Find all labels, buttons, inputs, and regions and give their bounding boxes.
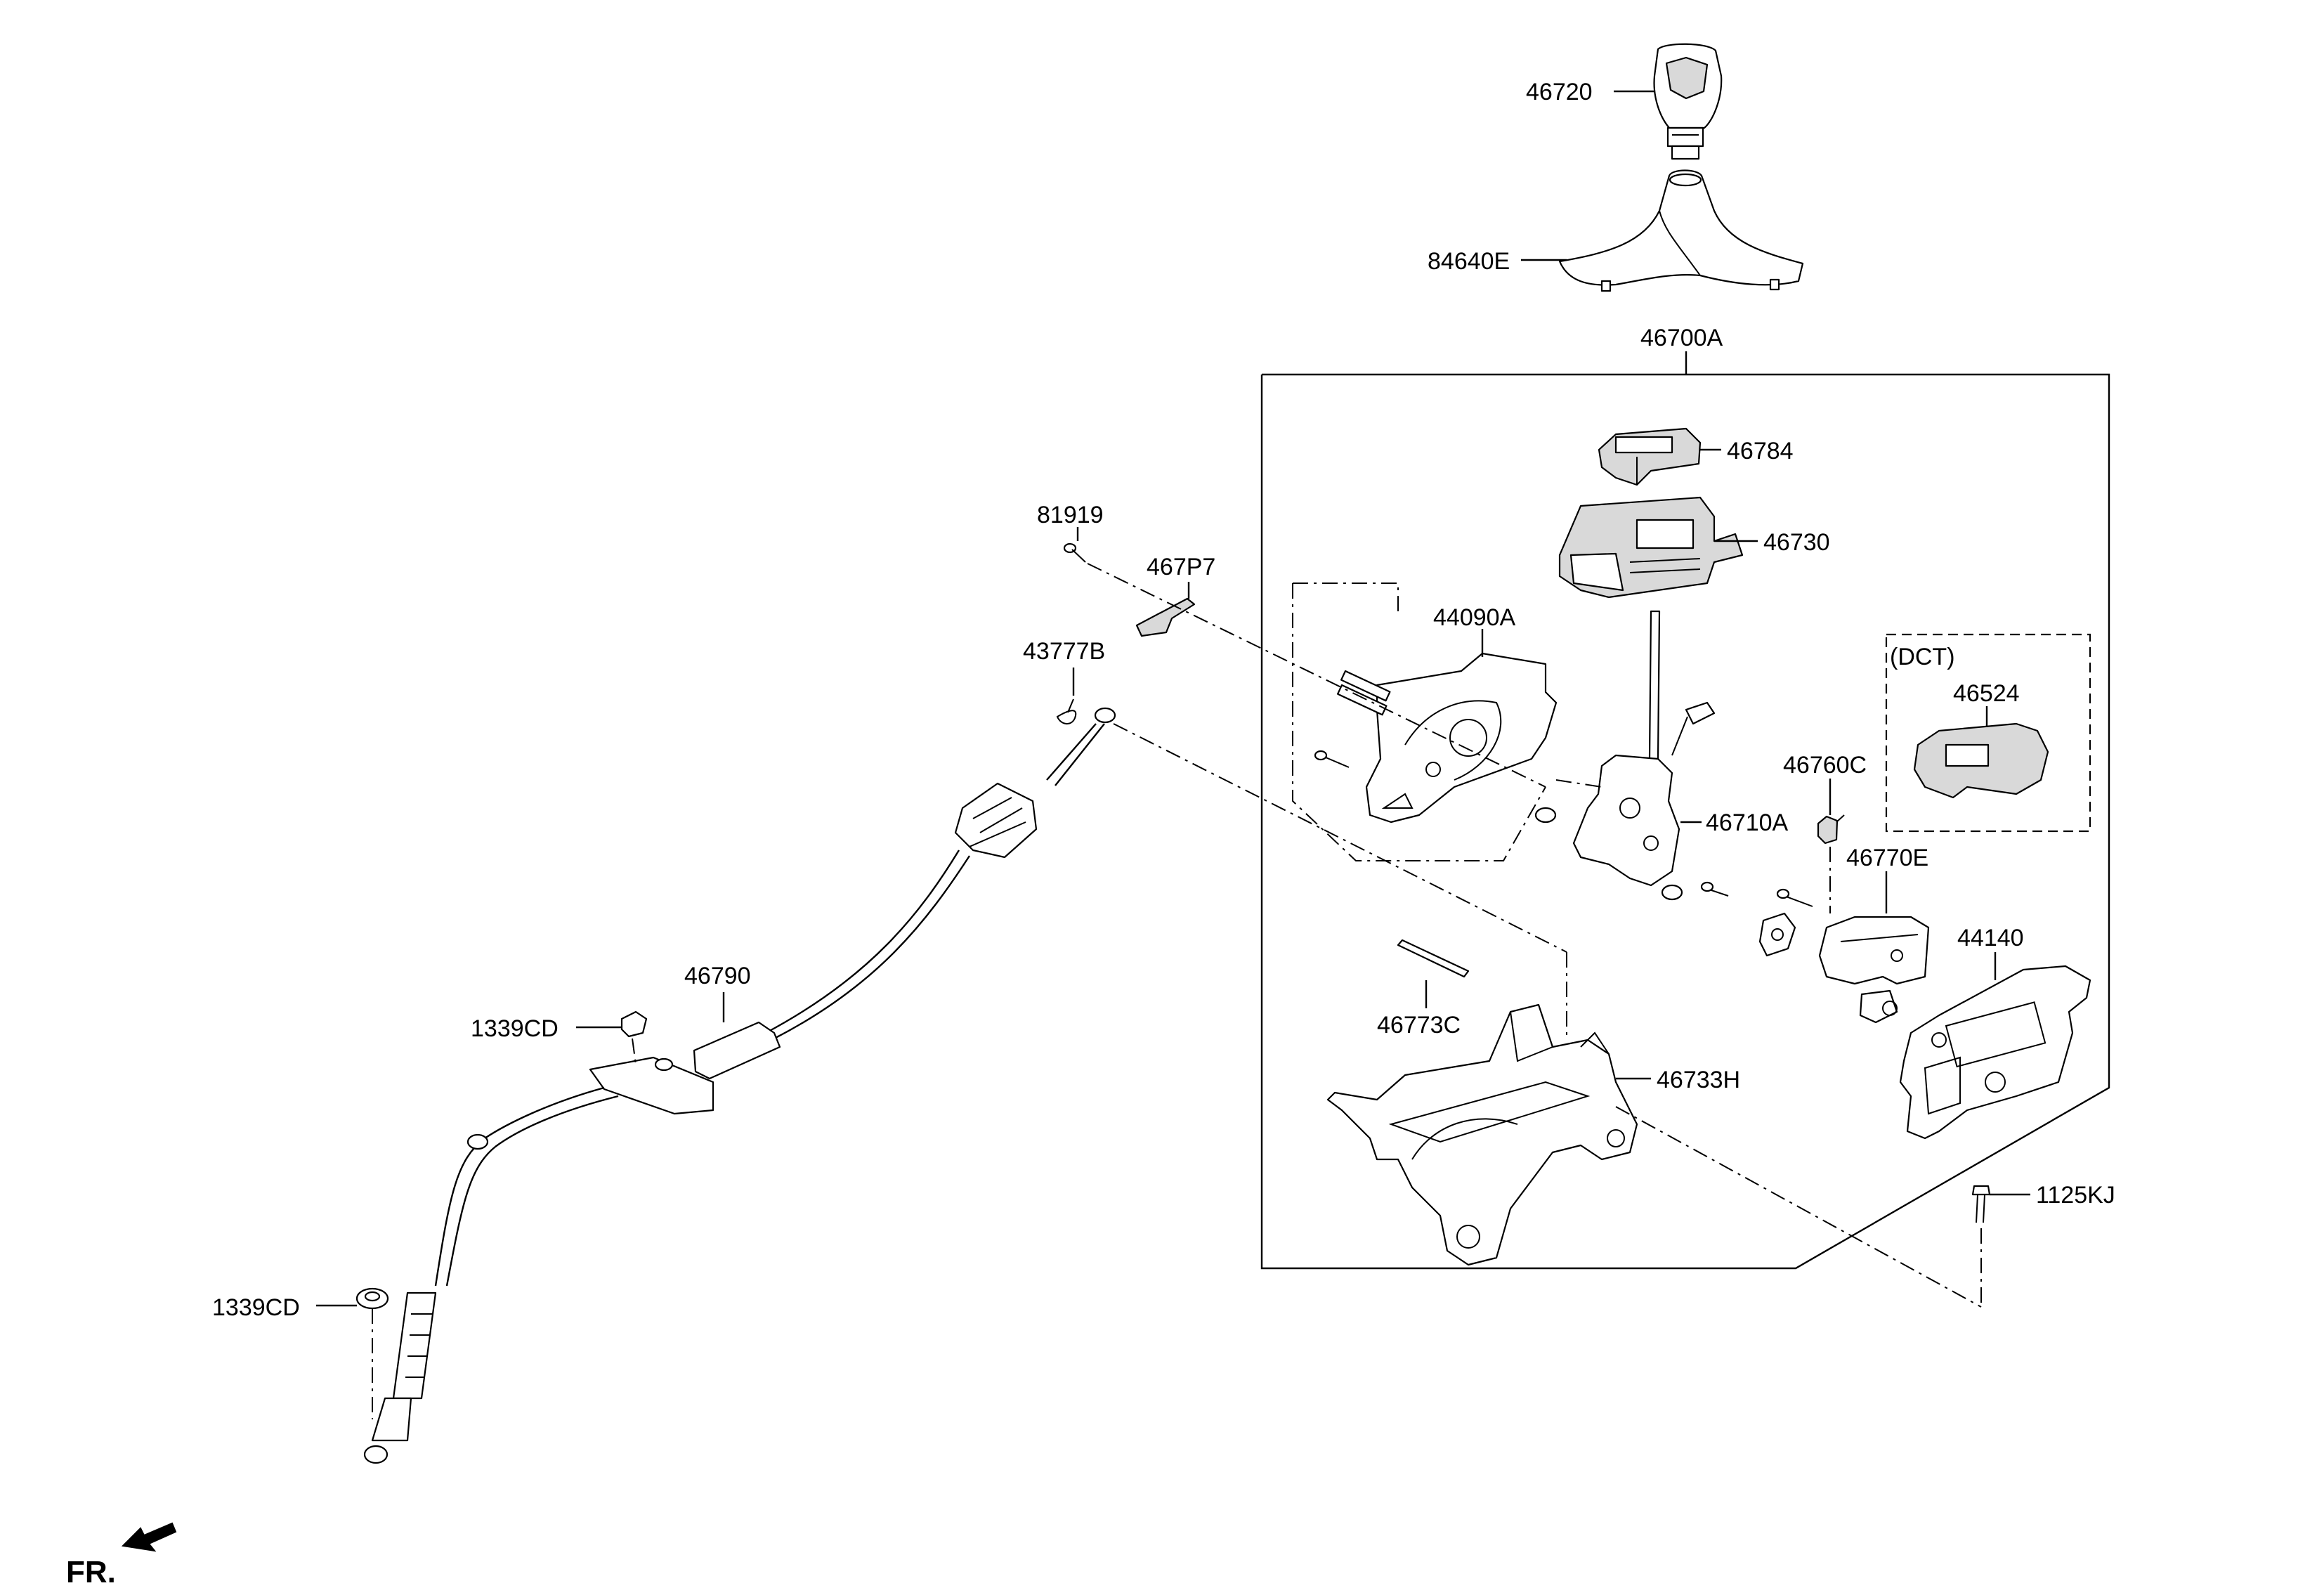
part-46730 — [1558, 496, 1744, 599]
part-44140 — [1899, 965, 2091, 1140]
label-46710A: 46710A — [1706, 809, 1789, 836]
front-arrow-icon — [121, 1522, 177, 1552]
label-46720: 46720 — [1526, 79, 1593, 105]
label-46700A: 46700A — [1640, 325, 1723, 351]
label-44140: 44140 — [1957, 925, 2024, 951]
assembly-group-box — [1260, 373, 2110, 1270]
nut-1339CD-upper — [620, 1010, 648, 1038]
label-46524: 46524 — [1953, 680, 2020, 707]
part-46710A — [1534, 610, 1729, 901]
part-81919 — [1063, 542, 1086, 563]
shift-knob — [1653, 43, 1723, 160]
label-dct: (DCT) — [1890, 644, 1955, 670]
label-44090A: 44090A — [1433, 604, 1516, 631]
nut-1339CD-lower — [355, 1287, 389, 1310]
label-46784: 46784 — [1727, 438, 1794, 464]
part-46773C — [1397, 939, 1470, 978]
part-43777B — [1056, 698, 1077, 724]
part-467P7 — [1135, 597, 1196, 637]
shift-cable-46790 — [363, 707, 1116, 1464]
label-46733H: 46733H — [1657, 1067, 1740, 1093]
label-46790: 46790 — [684, 963, 751, 989]
screw-1125KJ — [1971, 1185, 1991, 1223]
label-46760C: 46760C — [1783, 752, 1867, 779]
part-44090A — [1314, 652, 1558, 824]
part-46784 — [1598, 427, 1702, 486]
label-46730: 46730 — [1763, 529, 1830, 556]
label-1339CD-upper: 1339CD — [471, 1015, 559, 1042]
label-1339CD-lower: 1339CD — [212, 1294, 300, 1321]
part-46770E — [1758, 888, 1930, 1024]
label-43777B: 43777B — [1023, 638, 1105, 665]
label-fr: FR. — [66, 1555, 116, 1588]
label-467P7: 467P7 — [1147, 554, 1215, 580]
label-46773C: 46773C — [1377, 1012, 1461, 1039]
label-84640E: 84640E — [1428, 248, 1510, 275]
label-1125KJ: 1125KJ — [2036, 1182, 2115, 1209]
label-81919: 81919 — [1037, 502, 1104, 528]
part-46733H — [1326, 1003, 1638, 1266]
label-46770E: 46770E — [1846, 845, 1928, 871]
part-46760C — [1817, 814, 1845, 845]
dct-group-box — [1885, 633, 2091, 833]
part-46524 — [1913, 722, 2049, 799]
shift-boot — [1558, 169, 1804, 292]
